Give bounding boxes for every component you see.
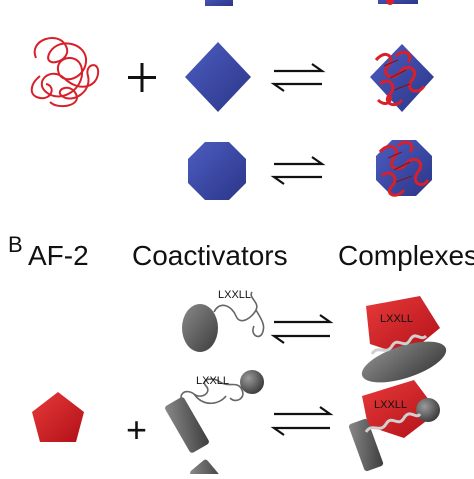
equilibrium-arrows-b1 xyxy=(270,314,334,344)
lxxll-label-complex-2: LXXLL xyxy=(374,399,407,411)
plus-symbol-b: + xyxy=(126,409,147,450)
panel-b-letter: B xyxy=(8,232,23,257)
panel-a xyxy=(30,0,434,200)
random-coil xyxy=(30,37,100,108)
complex-octagon-helix xyxy=(376,140,432,197)
lxxll-label-coact-2: LXXLL xyxy=(196,375,229,387)
blue-diamond xyxy=(185,42,251,112)
cropped-coactivator-bottom xyxy=(190,459,224,479)
coactivator-ellipse: LXXLL xyxy=(182,289,265,352)
header-complexes: Complexes xyxy=(338,240,474,271)
equilibrium-arrows-a1 xyxy=(270,63,326,92)
complex-b2: LXXLL xyxy=(348,380,440,472)
lxxll-label-coact-1: LXXLL xyxy=(218,289,251,301)
header-coactivators: Coactivators xyxy=(132,240,288,271)
complex-diamond-helix xyxy=(370,44,434,112)
cropped-complex-top-red xyxy=(386,0,394,5)
coactivator-rod: LXXLL xyxy=(165,370,264,453)
panel-b: LXXLL LXXLL + xyxy=(32,289,447,479)
plus-sign-b: + xyxy=(126,409,147,450)
equilibrium-arrows-b2 xyxy=(270,406,334,436)
cropped-complex-top xyxy=(378,0,418,4)
blue-octagon xyxy=(188,142,246,200)
header-af2: AF-2 xyxy=(28,240,89,271)
equilibrium-arrows-a2 xyxy=(270,156,326,185)
complex-b1: LXXLL xyxy=(361,296,447,383)
af2-red-pentagon xyxy=(32,392,84,442)
plus-sign-a xyxy=(128,63,156,92)
lxxll-label-complex-1: LXXLL xyxy=(380,313,413,325)
cropped-blue-shape-top xyxy=(205,0,233,6)
